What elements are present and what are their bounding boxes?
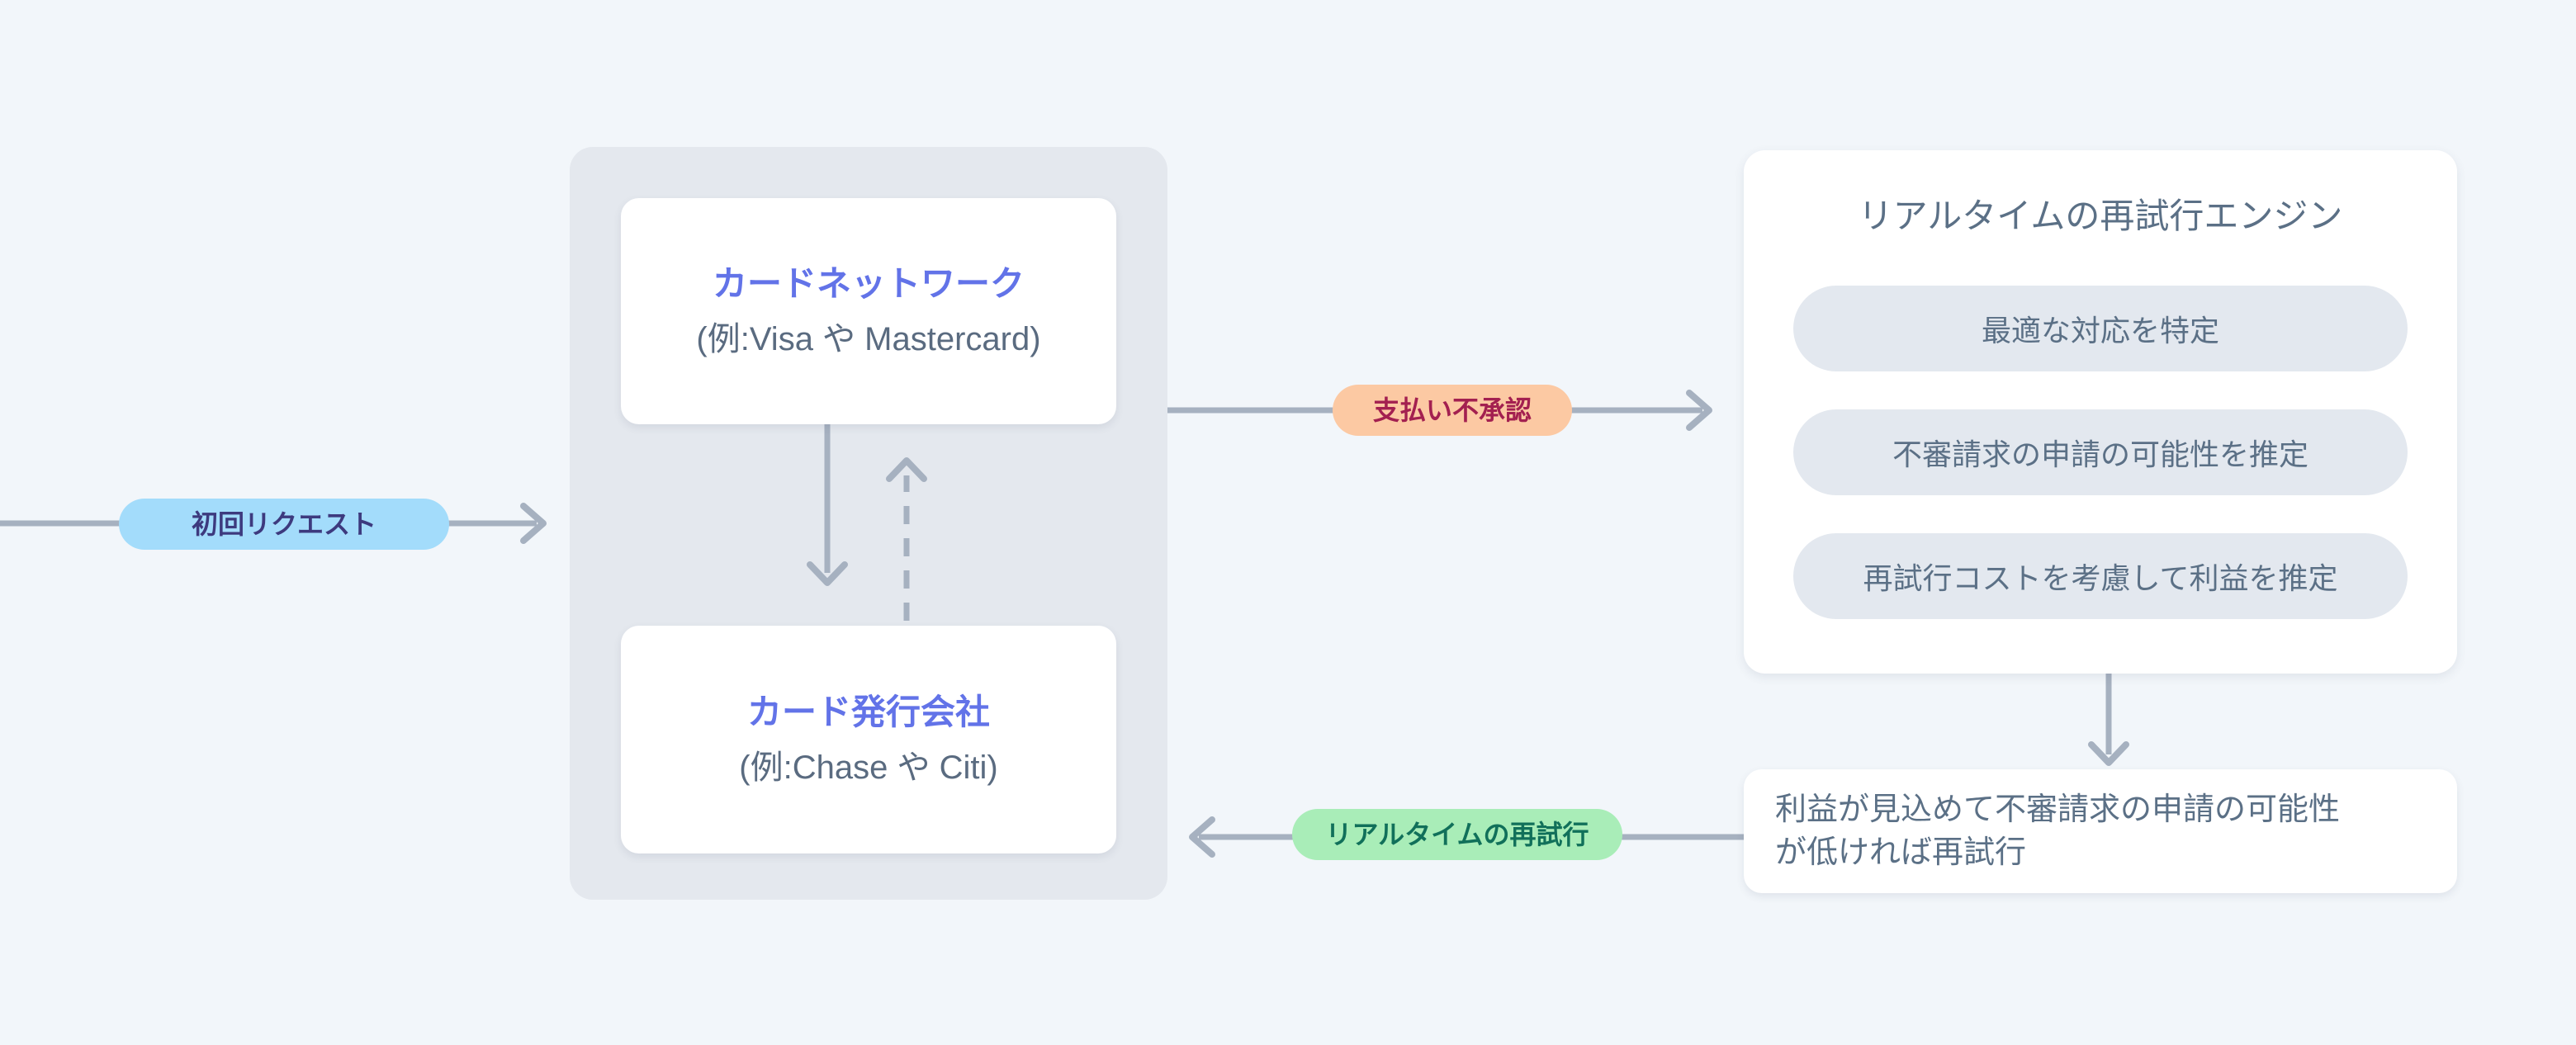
card-issuer-card: カード発行会社 (例:Chase や Citi) [621,626,1116,853]
card-issuer-subtitle: (例:Chase や Citi) [739,749,998,786]
card-network-title: カードネットワーク [712,264,1025,303]
card-network-card: カードネットワーク (例:Visa や Mastercard) [621,198,1116,424]
realtime-retry-arrowhead-icon [1189,816,1215,858]
issuer-to-network-arrowhead-icon [886,457,927,482]
engine-step-3: 再試行コストを考慮して利益を推定 [1793,533,2408,619]
payment-declined-arrowhead-icon [1686,390,1712,431]
initial-request-label: 初回リクエスト [119,499,449,550]
retry-engine-card: リアルタイムの再試行エンジン 最適な対応を特定 不審請求の申請の可能性を推定 再… [1744,150,2457,674]
engine-step-2: 不審請求の申請の可能性を推定 [1793,409,2408,495]
network-to-issuer-arrowhead-icon [807,561,848,586]
initial-request-arrowhead-icon [520,503,547,544]
card-network-subtitle: (例:Visa や Mastercard) [696,321,1041,357]
retry-decision-text-line-1: 利益が見込めて不審請求の申請の可能性 [1775,792,2341,827]
engine-step-1: 最適な対応を特定 [1793,286,2408,371]
retry-decision-text-line-2: が低ければ再試行 [1775,835,2027,870]
payment-declined-label: 支払い不承認 [1333,385,1572,436]
engine-to-decision-arrowhead-icon [2088,741,2129,766]
retry-engine-title: リアルタイムの再試行エンジン [1858,196,2343,235]
retry-decision-card: 利益が見込めて不審請求の申請の可能性 が低ければ再試行 [1744,769,2457,893]
realtime-retry-label: リアルタイムの再試行 [1292,809,1622,860]
card-issuer-title: カード発行会社 [746,693,990,731]
